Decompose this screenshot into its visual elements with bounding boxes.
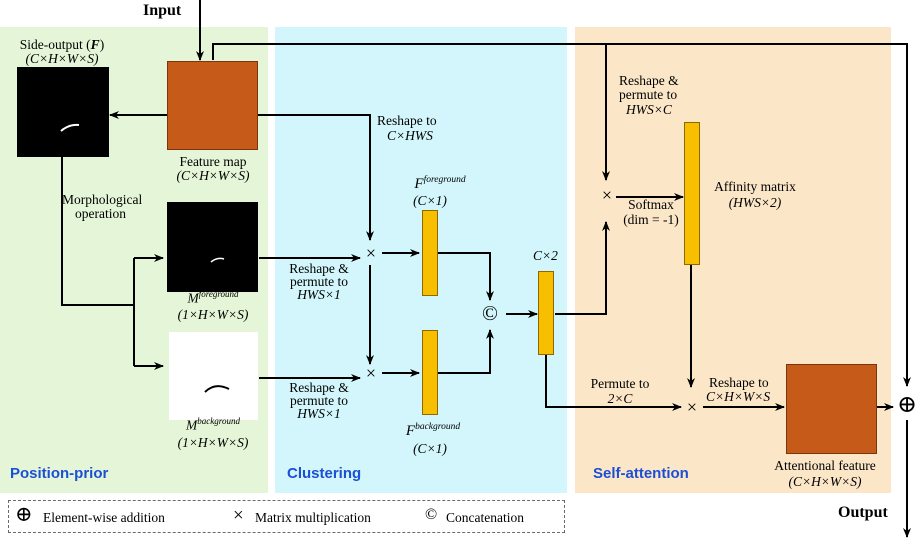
edge-stroke-image: [60, 123, 80, 132]
sa-rp-line2: permute to: [619, 87, 678, 102]
section-title-position-prior: Position-prior: [10, 465, 109, 482]
reshape-to-label-line1: Reshape to: [377, 113, 437, 128]
output-label: Output: [838, 504, 888, 521]
legend-concat-label: Concatenation: [446, 510, 524, 525]
affinity-matrix-bar: [684, 122, 700, 265]
rp-bg-line3: HWS×1: [297, 406, 341, 421]
mask-foreground-image: [167, 202, 258, 292]
legend-concat-icon: ©: [425, 506, 438, 523]
legend-add-icon: ⊕: [15, 502, 33, 526]
f-background-label: Fbackground: [405, 422, 461, 439]
mask-background-dims: (1×H×W×S): [177, 435, 249, 450]
sa-rp-line3: HWS×C: [626, 102, 672, 117]
rp-fg-line3: HWS×1: [297, 287, 341, 302]
affinity-line2: (HWS×2): [728, 195, 782, 210]
f-foreground-dims: (C×1): [413, 193, 447, 208]
f-background-dims: (C×1): [413, 441, 447, 456]
rp-fg-line2: permute to: [289, 274, 349, 289]
concat-dims-label: C×2: [533, 248, 558, 263]
clustering-panel: [275, 27, 567, 493]
morph-op-line1: Morphological: [62, 192, 143, 207]
permute-line2: 2×C: [607, 391, 633, 406]
concat-symbol: ©: [482, 301, 498, 325]
rp-bg-line2: permute to: [289, 393, 349, 408]
mask-foreground-label: Mforeground: [187, 289, 239, 306]
multiply-symbol-background: ×: [365, 363, 377, 383]
sa-reshape-line2: C×H×W×S: [706, 389, 771, 404]
reshape-to-label-line2: C×HWS: [387, 128, 433, 143]
add-symbol: ⊕: [896, 392, 917, 418]
concat-bar: [538, 271, 554, 355]
f-foreground-bar: [422, 210, 438, 296]
mask-foreground-dims: (1×H×W×S): [177, 307, 249, 322]
background-stroke: [204, 385, 230, 393]
rp-bg-line1: Reshape &: [289, 380, 349, 395]
multiply-symbol-foreground: ×: [365, 243, 377, 263]
section-title-self-attention: Self-attention: [593, 465, 689, 482]
sa-reshape-line1: Reshape to: [709, 375, 769, 390]
rp-fg-line1: Reshape &: [289, 261, 349, 276]
feature-map-dims: (C×H×W×S): [176, 168, 250, 183]
input-label: Input: [143, 2, 182, 19]
attentional-feature-block: [786, 364, 877, 454]
side-output-title: Side-output (F): [19, 37, 105, 52]
multiply-symbol-attention: ×: [686, 397, 698, 417]
mask-background-label: Mbackground: [186, 416, 240, 433]
legend-add-label: Element-wise addition: [43, 510, 165, 525]
sa-rp-line1: Reshape &: [619, 73, 679, 88]
f-background-bar: [422, 330, 438, 415]
section-title-clustering: Clustering: [287, 465, 362, 482]
affinity-line1: Affinity matrix: [714, 179, 796, 194]
feature-map-title: Feature map: [179, 154, 247, 169]
legend-multiply-label: Matrix multiplication: [255, 510, 371, 525]
side-output-dims: (C×H×W×S): [25, 51, 99, 66]
foreground-stroke: [210, 257, 225, 263]
mask-background-image: [169, 332, 258, 420]
legend-multiply-icon: ×: [233, 505, 244, 526]
feature-map-block: [167, 61, 258, 150]
f-foreground-label: Fforeground: [414, 175, 466, 192]
legend: ⊕ Element-wise addition × Matrix multipl…: [8, 500, 565, 533]
softmax-line1: Softmax: [628, 197, 674, 212]
morph-op-line2: operation: [75, 206, 126, 221]
attn-feature-title: Attentional feature: [774, 458, 876, 473]
attn-feature-dims: (C×H×W×S): [788, 474, 862, 489]
multiply-symbol-affinity: ×: [601, 185, 613, 205]
softmax-line2: (dim = -1): [623, 212, 679, 227]
permute-line1: Permute to: [590, 376, 650, 391]
side-output-image: [17, 67, 109, 157]
